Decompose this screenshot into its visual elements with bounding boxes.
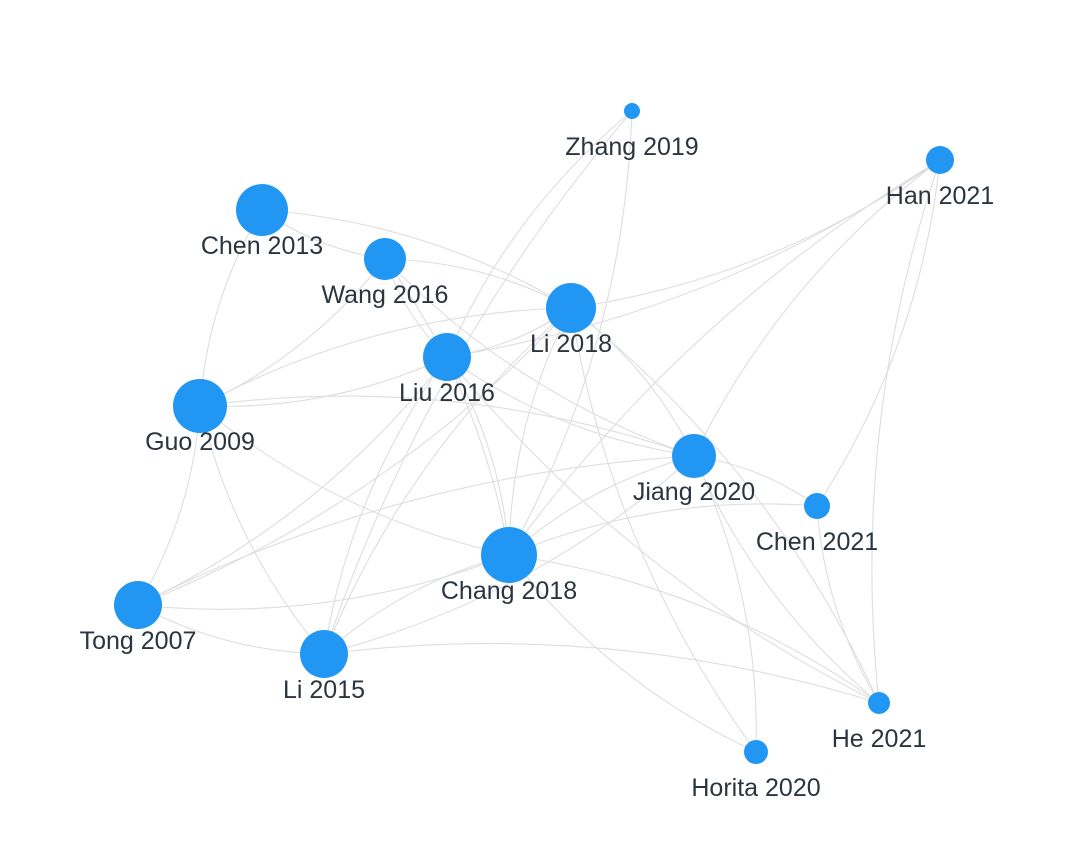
node-guo2009[interactable]: Guo 2009	[145, 379, 255, 456]
node-chen2021[interactable]: Chen 2021	[756, 493, 878, 556]
node-han2021[interactable]: Han 2021	[886, 146, 994, 210]
node-tong2007[interactable]: Tong 2007	[80, 581, 197, 655]
edge-chang2018-he2021	[508, 554, 880, 704]
edge-liu2016-tong2007	[137, 356, 448, 606]
node-wang2016[interactable]: Wang 2016	[322, 238, 449, 309]
node-label: Liu 2016	[399, 379, 495, 407]
edge-chen2021-he2021	[816, 505, 880, 704]
node-circle[interactable]	[481, 527, 537, 583]
edge-wang2016-jiang2020	[384, 258, 695, 457]
edge-zhang2019-chang2018	[508, 110, 633, 556]
edge-li2018-horita2020	[570, 307, 757, 753]
node-label: Jiang 2020	[633, 478, 755, 506]
node-label: Han 2021	[886, 182, 994, 210]
node-label: Guo 2009	[145, 428, 255, 456]
node-circle[interactable]	[236, 184, 288, 236]
node-horita2020[interactable]: Horita 2020	[691, 740, 821, 802]
edge-li2018-li2015	[323, 307, 572, 655]
edge-chang2018-horita2020	[508, 554, 757, 753]
edge-li2018-tong2007	[137, 307, 572, 606]
node-label: Chang 2018	[441, 577, 577, 605]
edge-han2021-chen2021	[816, 159, 941, 507]
edge-wang2016-chang2018	[384, 258, 510, 556]
node-label: Zhang 2019	[565, 133, 698, 161]
node-circle[interactable]	[173, 379, 227, 433]
edge-han2021-he2021	[871, 159, 941, 704]
edge-guo2009-li2015	[199, 405, 325, 655]
node-circle[interactable]	[744, 740, 768, 764]
edge-chang2018-chen2021	[508, 503, 818, 556]
edge-guo2009-jiang2020	[199, 395, 695, 457]
node-circle[interactable]	[868, 692, 890, 714]
edge-li2018-guo2009	[199, 307, 572, 407]
edge-liu2016-li2015	[323, 356, 448, 655]
node-circle[interactable]	[804, 493, 830, 519]
node-circle[interactable]	[546, 283, 596, 333]
node-jiang2020[interactable]: Jiang 2020	[633, 434, 755, 506]
node-circle[interactable]	[624, 103, 640, 119]
edge-li2018-chang2018	[508, 307, 572, 556]
node-circle[interactable]	[423, 333, 471, 381]
node-circle[interactable]	[364, 238, 406, 280]
edge-chang2018-tong2007	[137, 554, 510, 610]
edge-han2021-liu2016	[446, 159, 941, 358]
node-circle[interactable]	[114, 581, 162, 629]
node-liu2016[interactable]: Liu 2016	[399, 333, 495, 407]
node-chang2018[interactable]: Chang 2018	[441, 527, 577, 605]
edge-liu2016-he2021	[446, 356, 880, 704]
node-label: He 2021	[832, 725, 927, 753]
edge-li2015-he2021	[323, 643, 880, 704]
node-he2021[interactable]: He 2021	[832, 692, 927, 753]
edge-guo2009-chang2018	[199, 405, 510, 556]
edge-chen2013-li2018	[261, 209, 572, 309]
edge-han2021-jiang2020	[693, 159, 941, 457]
node-circle[interactable]	[672, 434, 716, 478]
edge-jiang2020-tong2007	[137, 455, 695, 606]
edge-jiang2020-he2021	[693, 455, 880, 704]
node-chen2013[interactable]: Chen 2013	[201, 184, 323, 260]
node-zhang2019[interactable]: Zhang 2019	[565, 103, 699, 161]
node-label: Chen 2021	[756, 528, 878, 556]
node-label: Li 2015	[283, 676, 365, 704]
node-li2015[interactable]: Li 2015	[283, 630, 365, 704]
node-label: Li 2018	[530, 330, 612, 358]
edge-liu2016-jiang2020	[446, 356, 695, 457]
node-label: Tong 2007	[80, 627, 197, 655]
edge-zhang2019-liu2016	[446, 110, 633, 358]
node-label: Wang 2016	[322, 281, 449, 309]
edges-layer	[137, 110, 941, 753]
node-label: Horita 2020	[691, 774, 820, 802]
node-li2018[interactable]: Li 2018	[530, 283, 612, 358]
node-label: Chen 2013	[201, 232, 323, 260]
edge-han2021-li2018	[570, 159, 941, 309]
edge-jiang2020-horita2020	[693, 455, 757, 753]
node-circle[interactable]	[926, 146, 954, 174]
node-circle[interactable]	[300, 630, 348, 678]
